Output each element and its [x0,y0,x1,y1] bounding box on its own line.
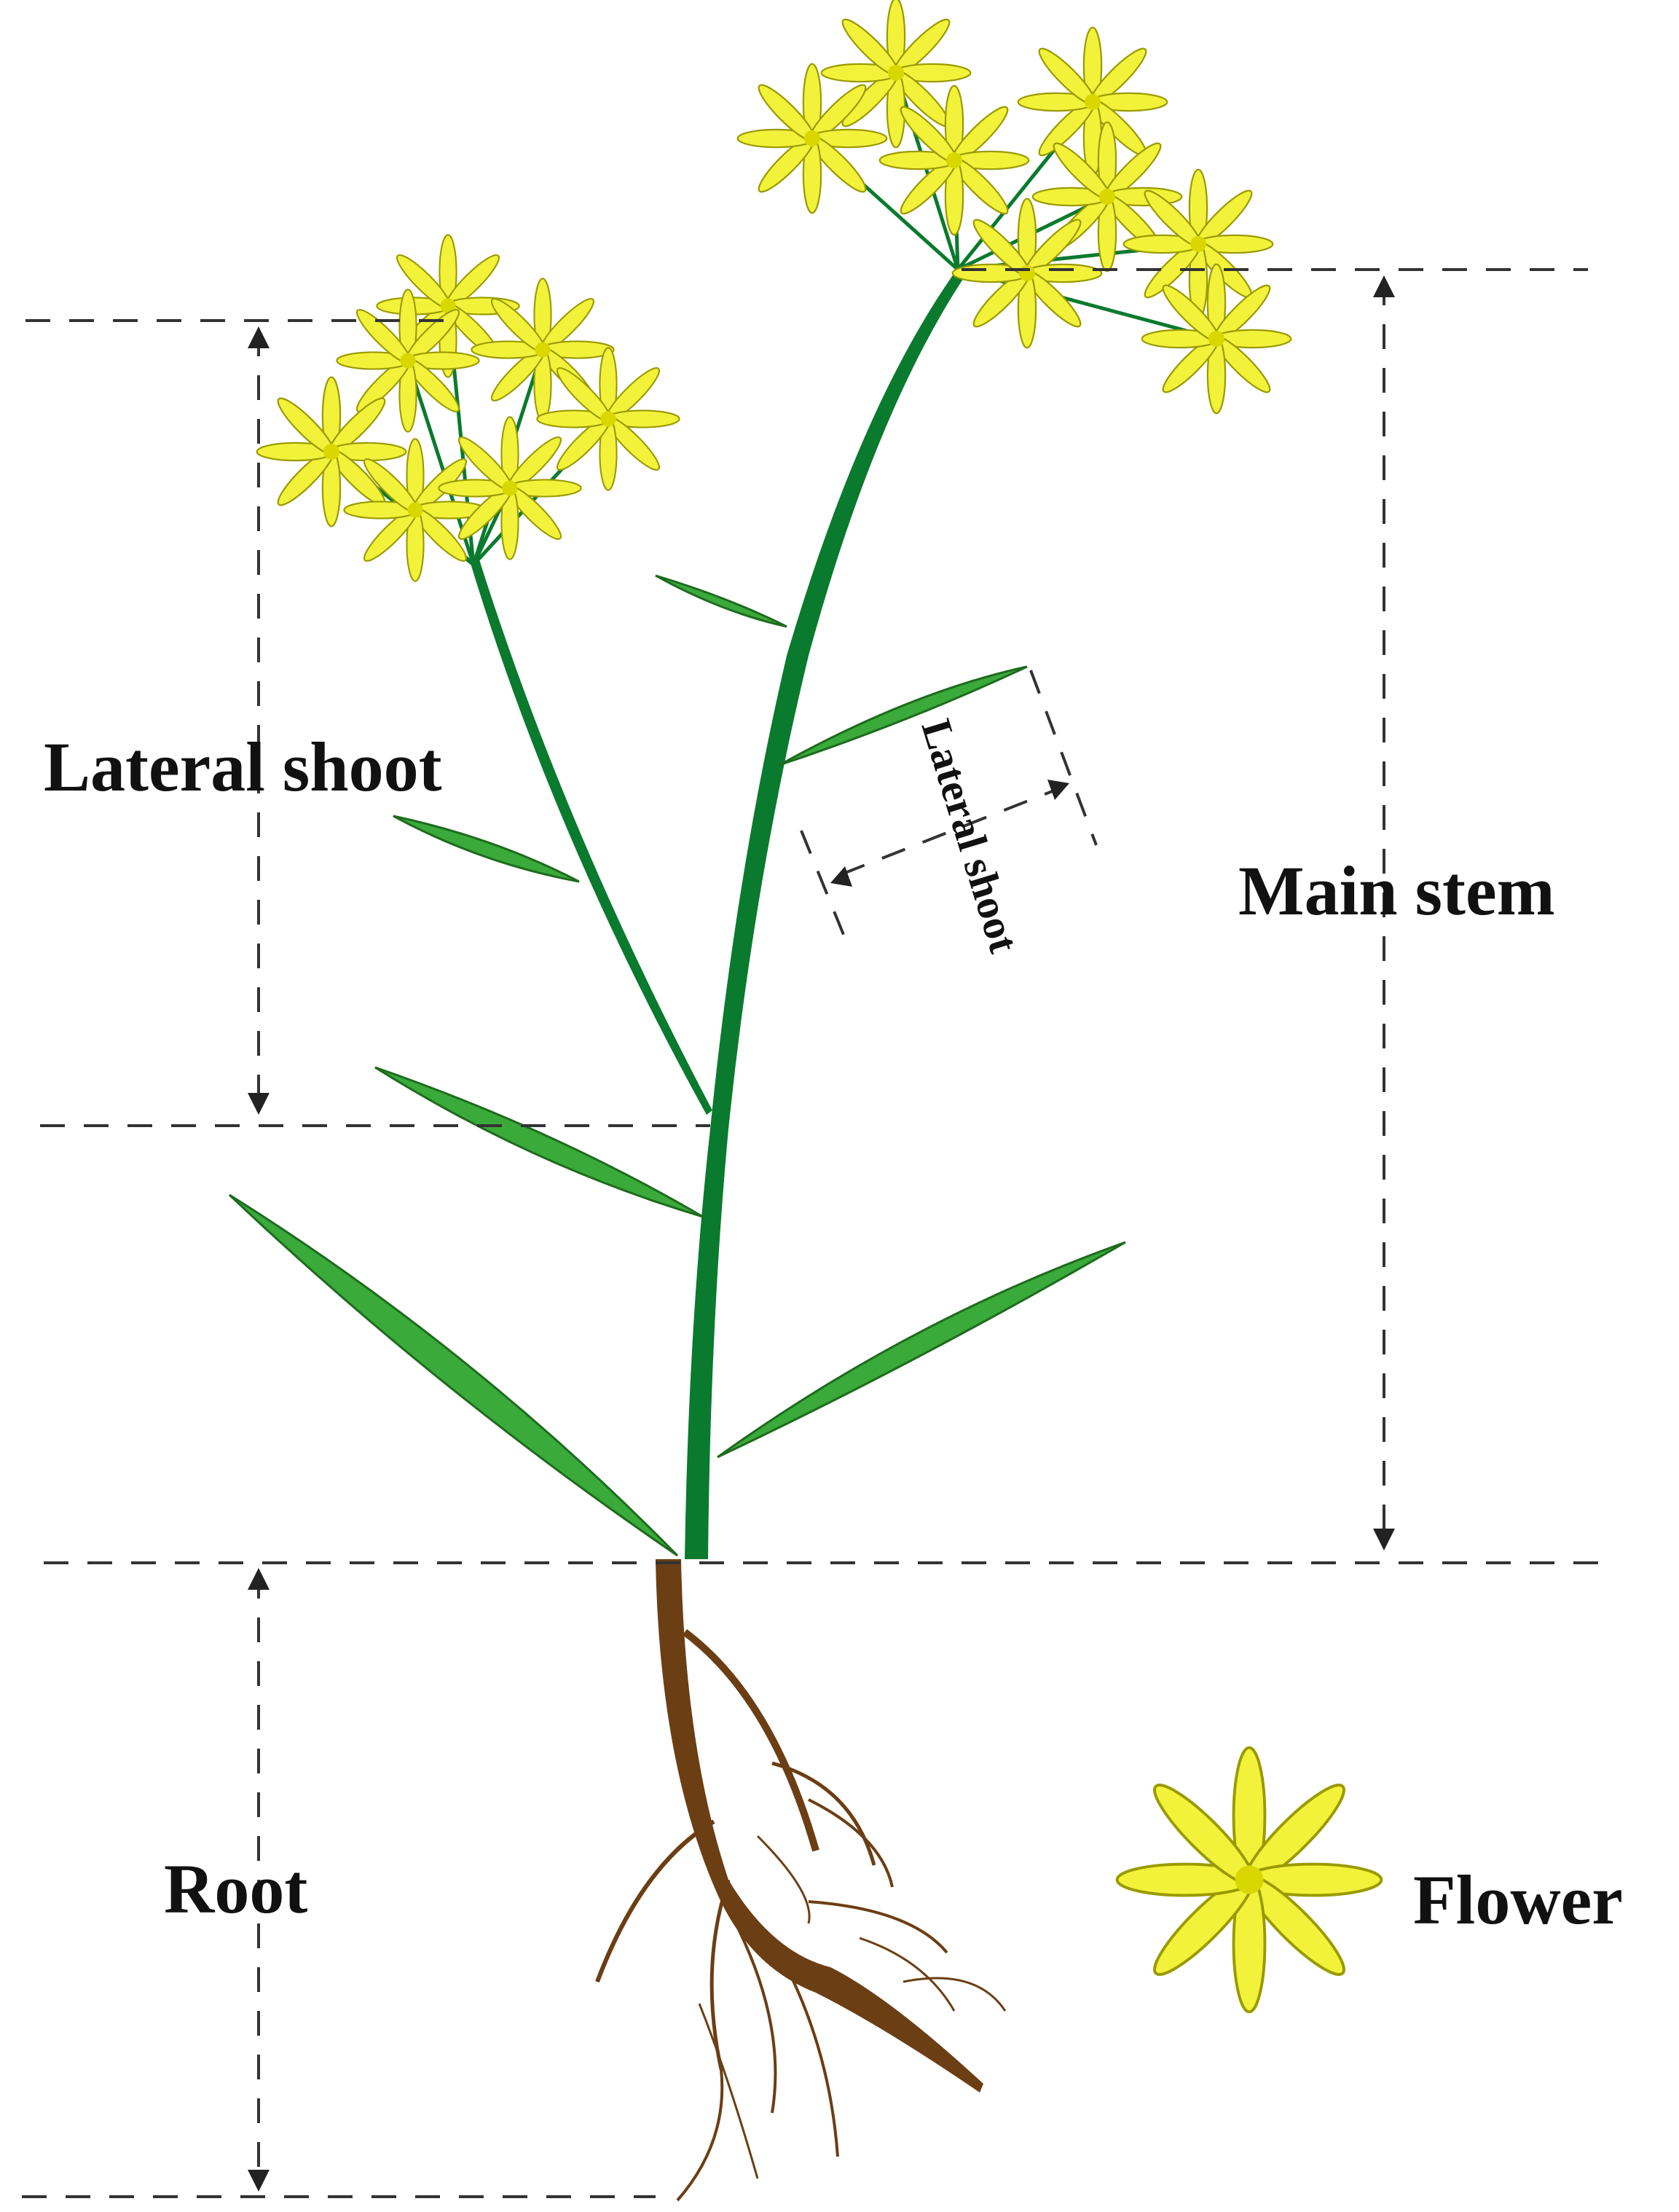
root-system [595,1559,1007,2202]
lateral-shoot-stem [470,557,712,1115]
flower-icon [951,197,1103,349]
flower-icon [736,63,888,214]
flower-icon [1141,263,1292,415]
label-flower: Flower [1413,1861,1623,1939]
label-lateral-shoot-rotated: Lateral shoot [913,714,1029,958]
main-stem [685,273,963,1559]
leaves [228,574,1126,1557]
label-main-stem: Main stem [1238,852,1555,930]
label-root: Root [164,1850,307,1928]
label-lateral-shoot: Lateral shoot [44,728,442,806]
measurement-guides [22,268,1603,2198]
flower-icon [438,416,582,560]
flower-icon [878,85,1030,236]
flower-icon [336,289,480,433]
inflorescence-left [256,234,680,582]
flower-icon [343,438,487,582]
flower-icon [536,347,680,491]
inflorescence-right [736,0,1292,415]
legend-flower-icon [1115,1746,1383,2014]
